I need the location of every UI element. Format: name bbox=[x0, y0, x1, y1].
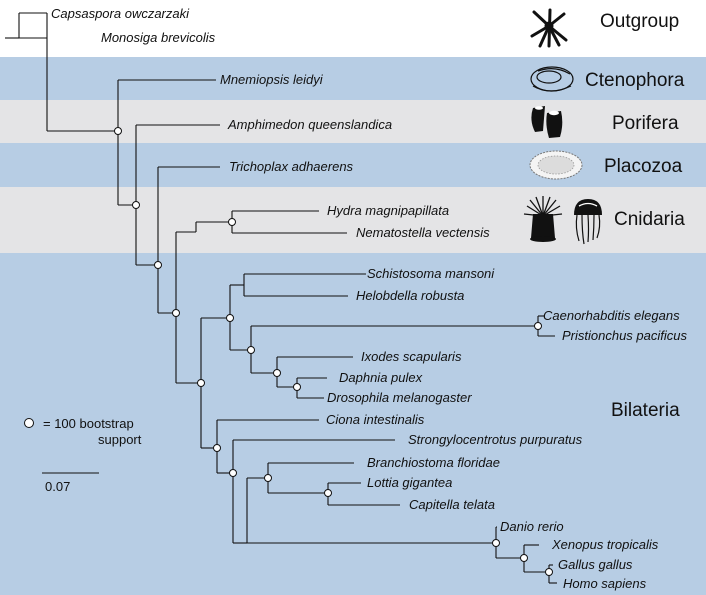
bootstrap-node-icon bbox=[114, 127, 122, 135]
bootstrap-node-icon bbox=[154, 261, 162, 269]
taxon-label: Danio rerio bbox=[500, 519, 564, 534]
legend-label-support: support bbox=[98, 432, 142, 447]
bootstrap-node-icon bbox=[492, 539, 500, 547]
band-bilateria bbox=[0, 253, 706, 595]
taxon-label: Pristionchus pacificus bbox=[562, 328, 687, 343]
bootstrap-node-icon bbox=[226, 314, 234, 322]
taxon-label: Gallus gallus bbox=[558, 557, 633, 572]
bootstrap-node-icon bbox=[172, 309, 180, 317]
taxon-label: Branchiostoma floridae bbox=[367, 455, 500, 470]
bootstrap-nodes bbox=[114, 127, 553, 576]
taxon-label: Helobdella robusta bbox=[356, 288, 464, 303]
group-label-ctenophora: Ctenophora bbox=[585, 70, 685, 91]
taxon-label: Lottia gigantea bbox=[367, 475, 452, 490]
taxon-label: Monosiga brevicolis bbox=[101, 30, 216, 45]
bootstrap-node-icon bbox=[324, 489, 332, 497]
bootstrap-node-icon bbox=[132, 201, 140, 209]
bootstrap-node-icon bbox=[228, 218, 236, 226]
taxon-label: Nematostella vectensis bbox=[356, 225, 490, 240]
group-label-outgroup: Outgroup bbox=[600, 11, 679, 32]
legend-label: = 100 bootstrap bbox=[43, 416, 134, 431]
outgroup-silhouette-icon bbox=[530, 8, 568, 48]
taxon-label: Ixodes scapularis bbox=[361, 349, 462, 364]
taxon-label: Amphimedon queenslandica bbox=[227, 117, 392, 132]
bootstrap-node-icon bbox=[229, 469, 237, 477]
bootstrap-node-icon bbox=[520, 554, 528, 562]
group-label-placozoa: Placozoa bbox=[604, 156, 683, 177]
group-bands bbox=[0, 57, 706, 595]
bootstrap-node-icon bbox=[247, 346, 255, 354]
taxon-label: Homo sapiens bbox=[563, 576, 647, 591]
bootstrap-node-icon bbox=[264, 474, 272, 482]
bootstrap-node-icon bbox=[545, 568, 553, 576]
group-label-bilateria: Bilateria bbox=[611, 400, 680, 421]
bootstrap-node-icon bbox=[197, 379, 205, 387]
taxon-label: Caenorhabditis elegans bbox=[543, 308, 680, 323]
taxon-label: Capitella telata bbox=[409, 497, 495, 512]
taxon-label: Ciona intestinalis bbox=[326, 412, 425, 427]
taxon-label: Xenopus tropicalis bbox=[551, 537, 659, 552]
ctenophore-icon bbox=[530, 66, 574, 92]
sponge-icon bbox=[531, 106, 563, 138]
bootstrap-node-icon bbox=[273, 369, 281, 377]
sea-anemone-icon bbox=[523, 196, 563, 242]
bootstrap-node-icon bbox=[213, 444, 221, 452]
taxon-label: Capsaspora owczarzaki bbox=[51, 6, 190, 21]
taxon-label: Mnemiopsis leidyi bbox=[220, 72, 324, 87]
bootstrap-node-icon bbox=[293, 383, 301, 391]
taxon-label: Schistosoma mansoni bbox=[367, 266, 495, 281]
taxon-label: Strongylocentrotus purpuratus bbox=[408, 432, 583, 447]
taxon-label: Drosophila melanogaster bbox=[327, 390, 472, 405]
bootstrap-legend: = 100 bootstrap support bbox=[24, 416, 142, 447]
placozoan-icon bbox=[529, 150, 583, 180]
taxon-label: Hydra magnipapillata bbox=[327, 203, 449, 218]
bootstrap-legend-icon bbox=[24, 418, 34, 428]
group-label-cnidaria: Cnidaria bbox=[614, 209, 685, 230]
taxon-label: Daphnia pulex bbox=[339, 370, 423, 385]
scale-bar-label: 0.07 bbox=[45, 479, 70, 494]
jellyfish-icon bbox=[574, 199, 602, 245]
taxon-label: Trichoplax adhaerens bbox=[229, 159, 354, 174]
group-label-porifera: Porifera bbox=[612, 113, 679, 134]
bootstrap-node-icon bbox=[534, 322, 542, 330]
scale-bar: 0.07 bbox=[42, 472, 99, 494]
taxon-labels: Capsaspora owczarzaki Monosiga brevicoli… bbox=[51, 6, 687, 591]
group-labels: Outgroup Ctenophora Porifera Placozoa Cn… bbox=[585, 11, 685, 421]
